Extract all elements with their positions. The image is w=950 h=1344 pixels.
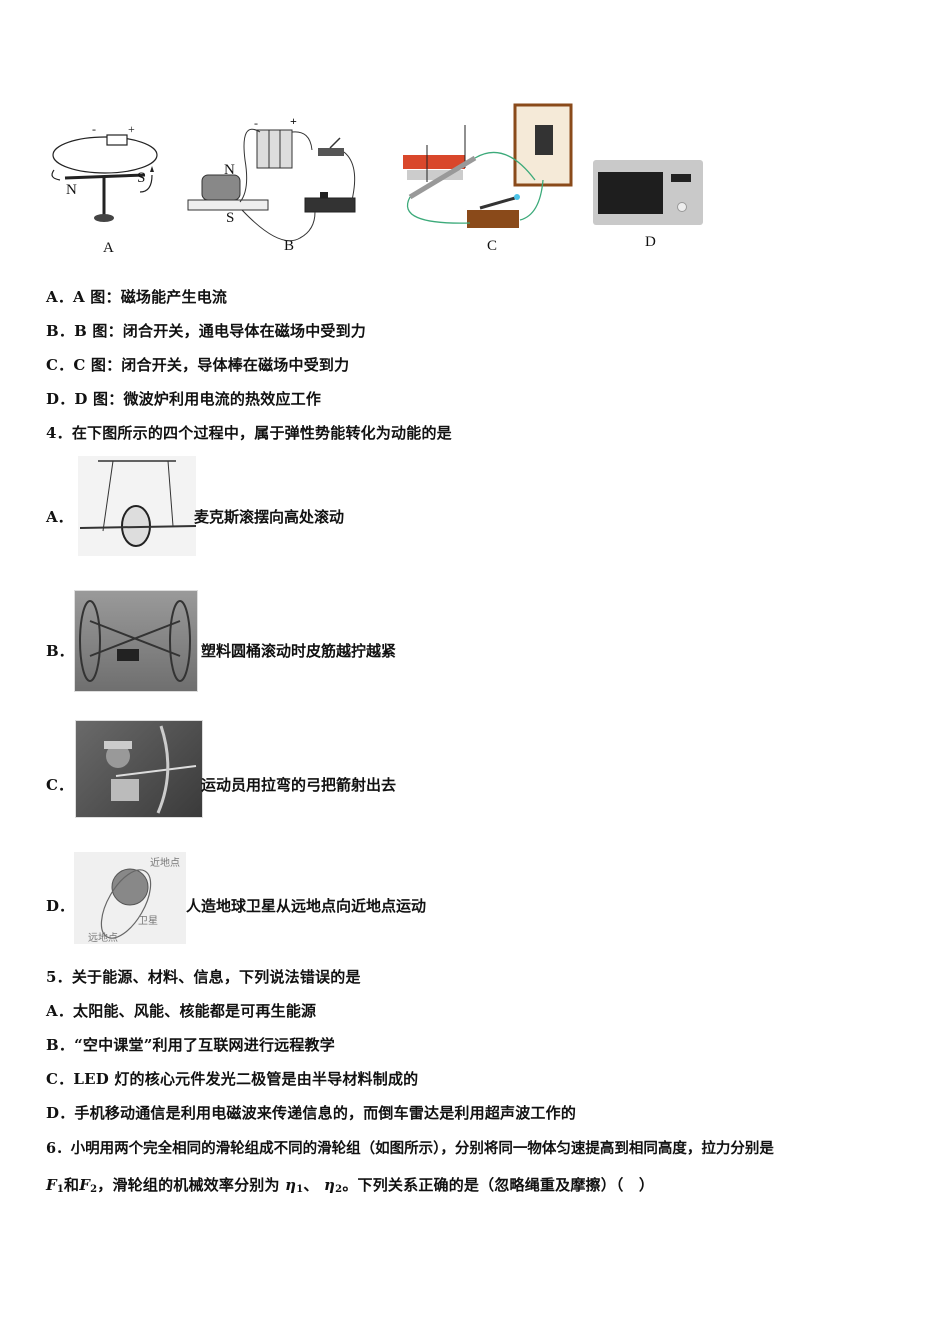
q6-stem-line2: F1和F2，滑轮组的机械效率分别为 η1、 η2。下列关系正确的是（忽略绳重及摩… [46,1174,654,1195]
q5-option-a: A．太阳能、风能、核能都是可再生能源 [46,1000,316,1021]
q5-option-b: B．“空中课堂”利用了互联网进行远程教学 [46,1034,335,1055]
q4-image-plastic-barrel [74,590,198,692]
q5-stem: 5．关于能源、材料、信息，下列说法错误的是 [46,968,361,986]
q4-option-a-key: A． [46,508,73,526]
q5-option-a-text: 太阳能、风能、核能都是可再生能源 [73,1002,317,1020]
figure-d-label: D [645,234,656,250]
q6-mid: ，滑轮组的机械效率分别为 [97,1176,280,1194]
q6-eta1: η [285,1176,297,1194]
figure-a-minus: - [92,122,96,136]
q6-eta2: η [324,1176,336,1194]
q3-option-b-key: B． [46,322,75,340]
figure-b-pole-n: N [224,162,235,178]
q6-end: 。下列关系正确的是（忽略绳重及摩擦）（ ） [342,1176,655,1194]
q6-force-f1: F [46,1176,57,1194]
q4-image-maxwell-pendulum [78,456,197,556]
q5-option-c: C．LED 灯的核心元件发光二极管是由半导材料制成的 [46,1068,418,1089]
q4-image-archer [75,720,203,818]
figure-b-motor-circuit: - + N S B [180,110,380,260]
q3-option-b: B．B 图：闭合开关，通电导体在磁场中受到力 [46,320,366,341]
figure-a-pole-n: N [66,182,77,198]
orbit-label-satellite: 卫星 [138,916,158,927]
figure-b-plus: + [290,114,297,128]
q3-option-a-text: A 图：磁场能产生电流 [73,288,228,306]
q3-option-d: D．D 图：微波炉利用电流的热效应工作 [46,388,321,409]
q4-option-d-text: 人造地球卫星从远地点向近地点运动 [186,897,427,915]
q3-option-c: C．C 图：闭合开关，导体棒在磁场中受到力 [46,354,349,375]
q4-option-c-text: 运动员用拉弯的弓把箭射出去 [201,776,397,794]
q6-force-f2-sub: 2 [90,1184,98,1195]
q5-option-c-text: LED 灯的核心元件发光二极管是由半导材料制成的 [73,1070,419,1088]
q5-option-d: D．手机移动通信是利用电磁波来传递信息的，而倒车雷达是利用超声波工作的 [46,1102,576,1123]
q3-option-b-text: B 图：闭合开关，通电导体在磁场中受到力 [74,322,366,340]
figure-a-pole-s: S [137,170,146,186]
q3-option-c-key: C． [46,356,74,374]
figure-a-compass-wire: - + N S A [40,120,170,260]
orbit-label-perigee: 近地点 [150,858,180,869]
figure-d-microwave: D [585,150,715,260]
q5-option-b-text: “空中课堂”利用了互联网进行远程教学 [74,1036,335,1054]
q5-option-b-key: B． [46,1036,75,1054]
figure-a-label: A [103,240,114,256]
q6-force-f2: F [79,1176,91,1194]
q4-option-b-text: 塑料圆桶滚动时皮筋越拧越紧 [201,642,397,660]
figure-a-plus: + [128,122,135,136]
q6-stem-line1: 6．小明用两个完全相同的滑轮组成不同的滑轮组（如图所示），分别将同一物体匀速提高… [46,1140,774,1157]
figure-b-pole-s: S [226,210,235,226]
q6-sep: 、 [303,1176,319,1194]
q3-option-d-text: D 图：微波炉利用电流的热效应工作 [74,390,322,408]
q3-option-a-key: A． [46,288,74,306]
q6-eta2-sub: 2 [335,1184,343,1195]
q3-option-a: A．A 图：磁场能产生电流 [46,286,227,307]
figure-b-label: B [284,238,295,254]
q6-eta1-sub: 1 [296,1184,304,1195]
q3-option-d-key: D． [46,390,75,408]
q5-option-d-text: 手机移动通信是利用电磁波来传递信息的，而倒车雷达是利用超声波工作的 [74,1104,577,1122]
q6-force-f1-sub: 1 [56,1184,65,1195]
q4-stem: 4．在下图所示的四个过程中，属于弹性势能转化为动能的是 [46,424,452,442]
q4-image-satellite-orbit: 近地点 卫星 远地点 [74,852,186,944]
q4-option-b-key: B． [46,642,74,660]
q4-option-a-text: 麦克斯滚摆向高处滚动 [194,508,345,526]
q5-option-c-key: C． [46,1070,74,1088]
figure-c-induction-circuit: C [395,100,585,260]
q5-option-a-key: A． [46,1002,74,1020]
orbit-label-apogee: 远地点 [88,933,118,944]
q3-option-c-text: C 图：闭合开关，导体棒在磁场中受到力 [73,356,350,374]
figure-c-label: C [487,238,498,254]
figure-b-minus: - [254,116,258,130]
q4-option-c-key: C． [46,776,73,794]
q5-option-d-key: D． [46,1104,75,1122]
q6-and: 和 [64,1176,80,1194]
q4-option-d-key: D． [46,897,75,915]
